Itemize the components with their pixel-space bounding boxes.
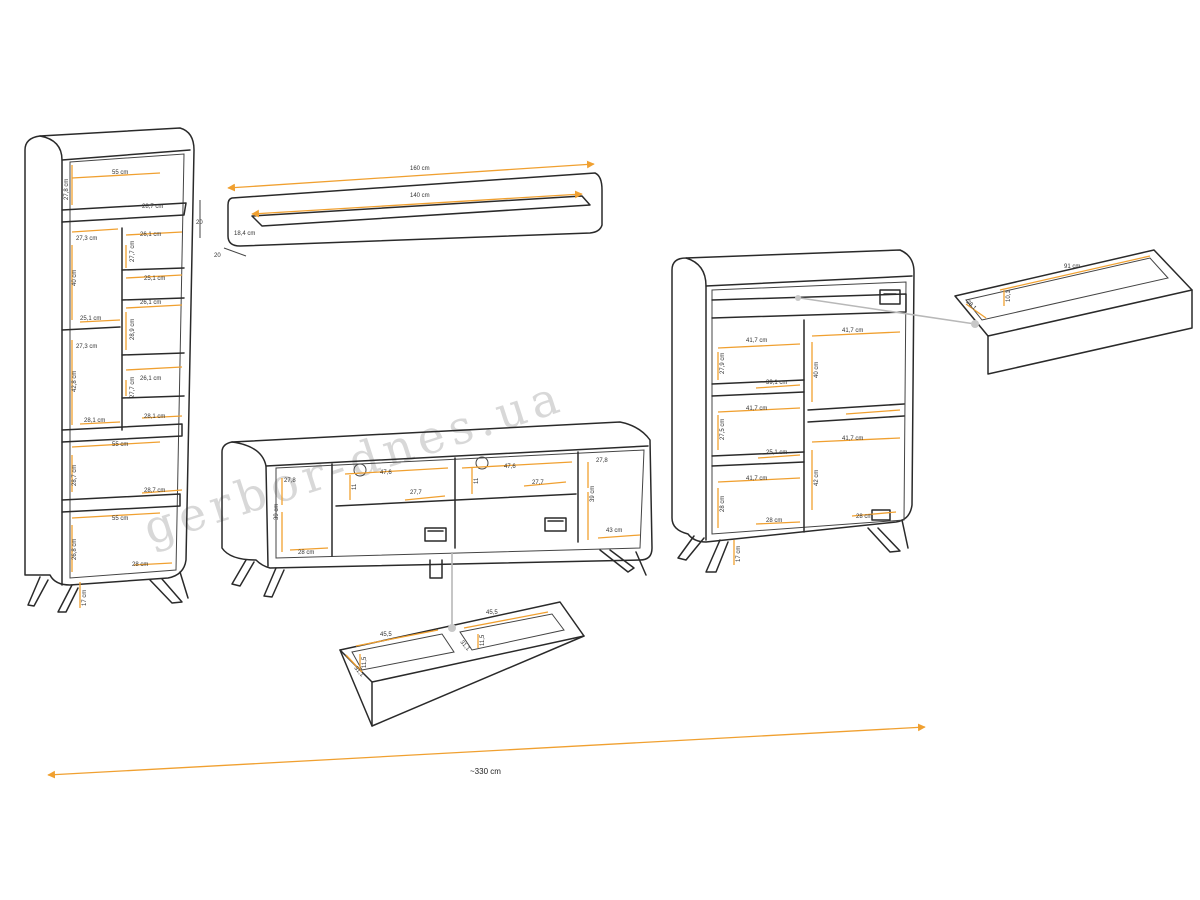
hb-label-11: 28 cm — [720, 496, 726, 512]
tv-label-9: 39 cm — [590, 486, 596, 502]
tvdrawer-label-2: 11,5 — [362, 656, 368, 668]
tv-label-11: 43 cm — [606, 528, 622, 534]
shelf-length-outer: 160 cm — [410, 166, 430, 172]
tv-drawer — [339, 601, 585, 727]
bookcase-label-19: 28,7 cm — [144, 488, 165, 494]
shelf-height-right: 20 — [214, 253, 221, 259]
bookcase-label-17: 55 cm — [112, 442, 128, 448]
bookcase-label-8: 26,1 cm — [140, 300, 161, 306]
bookcase-label-6: 27,7 cm — [130, 241, 136, 262]
hb-label-12: 28 cm — [766, 518, 782, 524]
shelf-height-left: 20 — [196, 220, 203, 226]
hb-label-3: 40 cm — [814, 362, 820, 378]
tv-label-6: 11 — [352, 483, 358, 490]
tvdrawer-label-0: 45,5 — [380, 632, 392, 638]
bookcase-label-1: 27,8 cm — [64, 179, 70, 200]
hbdrawer-label-0: 91 cm — [1064, 264, 1080, 270]
bookcase-label-13: 26,1 cm — [140, 376, 161, 382]
hb-label-5: 41,7 cm — [746, 406, 767, 412]
tv-label-4: 27,7 — [410, 490, 422, 496]
bookcase — [24, 127, 195, 613]
bookcase-label-12: 42,8 cm — [72, 371, 78, 392]
tvdrawer-label-1: 45,5 — [486, 610, 498, 616]
hb-label-1: 41,7 cm — [842, 328, 863, 334]
tv-label-7: 11 — [474, 477, 480, 484]
highboard — [671, 249, 915, 573]
bookcase-label-4: 26,1 cm — [140, 232, 161, 238]
pointer-origin-highboard — [795, 295, 801, 301]
bookcase-label-22: 28 cm — [132, 562, 148, 568]
labels: ~330 cm 160 cm 140 cm 18,4 cm 20 20 55 c… — [64, 166, 1080, 776]
tvdrawer-label-3: 11,5 — [480, 634, 486, 646]
hbdrawer-label-1: 10,1 — [1006, 290, 1012, 302]
shelf-depth: 18,4 cm — [234, 231, 255, 237]
hb-label-4: 39,1 cm — [766, 380, 787, 386]
tv-unit — [221, 421, 653, 598]
tv-label-0: 27,8 — [284, 478, 296, 484]
tv-label-2: 47,6 — [380, 470, 392, 476]
hb-label-7: 25,1 cm — [766, 450, 787, 456]
hb-label-10: 42 cm — [814, 470, 820, 486]
overall-width-label: ~330 cm — [470, 767, 501, 776]
tv-label-8: 27,8 — [596, 458, 608, 464]
bookcase-label-7: 25,1 cm — [144, 276, 165, 282]
bookcase-label-2: 28,7 cm — [142, 204, 163, 210]
bookcase-label-0: 55 cm — [112, 170, 128, 176]
hb-label-9: 41,7 cm — [746, 476, 767, 482]
bookcase-label-20: 55 cm — [112, 516, 128, 522]
pointer-dot-tv — [448, 624, 456, 632]
hb-label-13: 28 cm — [856, 514, 872, 520]
hb-label-0: 41,7 cm — [746, 338, 767, 344]
hb-label-8: 41,7 cm — [842, 436, 863, 442]
bookcase-label-16: 28,1 cm — [144, 414, 165, 420]
bookcase-label-10: 27,3 cm — [76, 344, 97, 350]
bookcase-label-23: 17 cm — [82, 590, 88, 606]
hb-label-14: 17 cm — [736, 546, 742, 562]
tv-label-1: 39 cm — [274, 504, 280, 520]
dimension-lines — [47, 160, 1151, 779]
bookcase-label-5: 40 cm — [72, 270, 78, 286]
tvdrawer-label-5: 31,1 — [458, 639, 471, 652]
bookcase-label-9: 28,9 cm — [130, 319, 136, 340]
bookcase-label-21: 26,8 cm — [72, 539, 78, 560]
hb-label-2: 27,9 cm — [720, 353, 726, 374]
hb-label-6: 27,5 cm — [720, 419, 726, 440]
bookcase-label-14: 27,7 cm — [130, 377, 136, 398]
pointer-line-highboard — [799, 297, 976, 325]
bookcase-label-11: 25,1 cm — [80, 316, 101, 322]
tv-label-3: 47,6 — [504, 464, 516, 470]
tv-label-10: 28 cm — [298, 550, 314, 556]
pointer-dot-highboard — [971, 320, 979, 328]
shelf-length-inner: 140 cm — [410, 193, 430, 199]
tv-label-5: 27,7 — [532, 480, 544, 486]
bookcase-label-18: 28,7 cm — [72, 465, 78, 486]
bookcase-label-3: 27,3 cm — [76, 236, 97, 242]
bookcase-label-15: 28,1 cm — [84, 418, 105, 424]
